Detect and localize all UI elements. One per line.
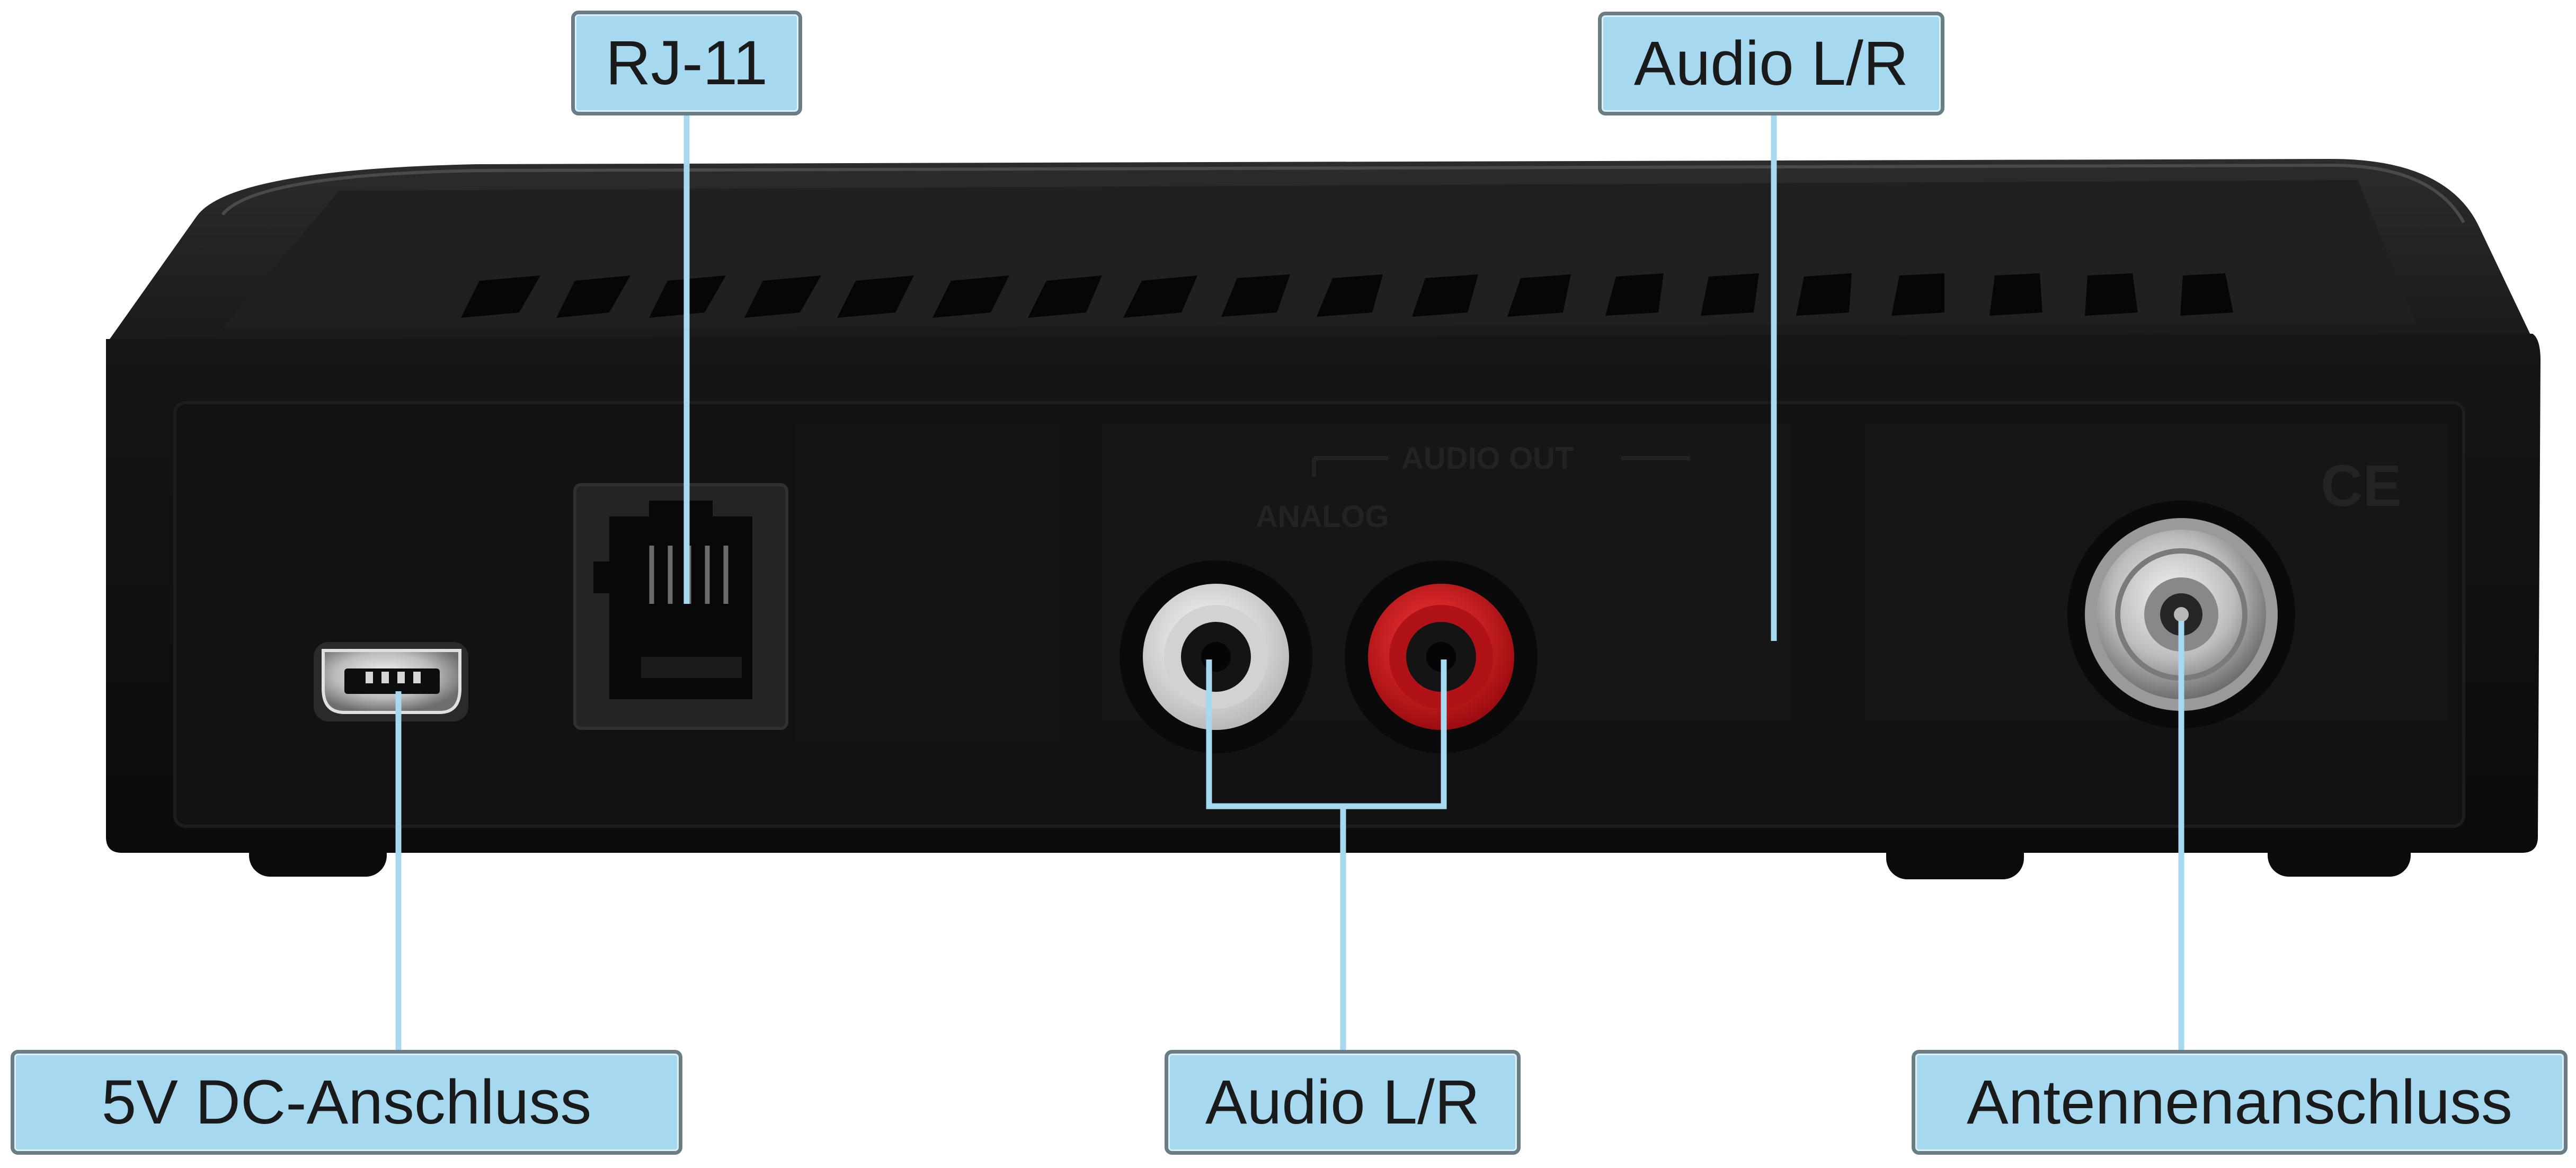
label-antennenanschluss: Antennenanschluss bbox=[1912, 1050, 2568, 1155]
panel-text-ce: CE bbox=[2321, 453, 2402, 519]
label-5v-dc: 5V DC-Anschluss bbox=[11, 1050, 682, 1155]
label-audio-lr-bottom: Audio L/R bbox=[1165, 1050, 1521, 1155]
panel-segment-mid bbox=[795, 424, 1060, 742]
label-rj11: RJ-11 bbox=[571, 11, 802, 115]
rj11-jack bbox=[573, 483, 788, 730]
panel-text-audio-out: AUDIO OUT bbox=[1401, 441, 1574, 476]
dc-port bbox=[314, 642, 468, 721]
panel-text-analog: ANALOG bbox=[1256, 500, 1389, 534]
antenna-connector bbox=[2067, 501, 2295, 728]
rca-left-jack bbox=[1120, 560, 1312, 753]
label-audio-lr-top: Audio L/R bbox=[1598, 12, 1944, 115]
top-highlight bbox=[221, 163, 2465, 224]
vent-slots bbox=[461, 273, 2233, 318]
leader-lines bbox=[395, 112, 2184, 1051]
rca-right-jack bbox=[1345, 560, 1538, 753]
leader-audio-bottom bbox=[1206, 659, 1447, 809]
